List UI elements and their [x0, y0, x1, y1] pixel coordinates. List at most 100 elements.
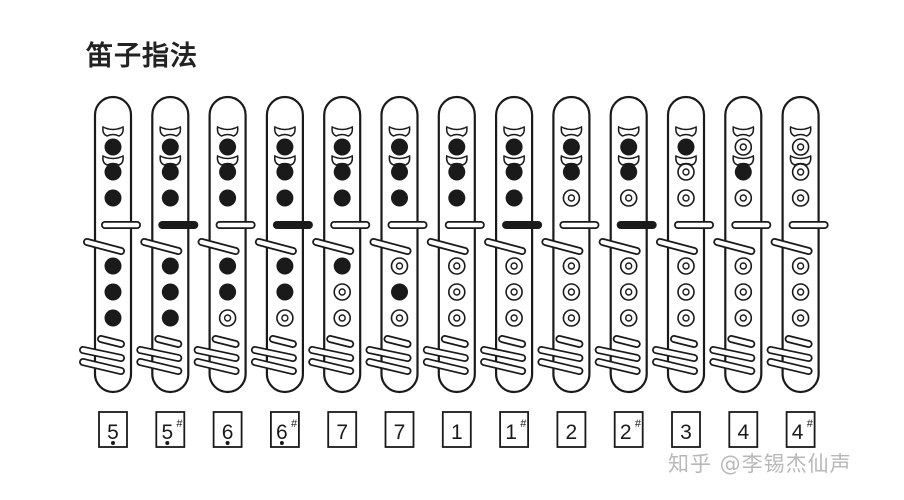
hole-6-open-inner: [338, 314, 346, 322]
hole-6-closed: [161, 309, 179, 327]
foot-bar-2-fill: [367, 347, 410, 361]
hole-4-open-inner: [682, 262, 690, 270]
hole-1-closed: [677, 138, 695, 156]
finger-rest-bar-fill: [313, 239, 353, 254]
flute-fingering-3: 6: [193, 95, 256, 448]
foot-bar-3-fill: [80, 359, 124, 374]
hole-5-closed: [104, 283, 122, 301]
hole-5-open-inner: [682, 288, 690, 296]
low-octave-dot: [165, 441, 170, 445]
note-label: 4: [737, 421, 749, 444]
hole-3-closed: [276, 189, 294, 207]
hole-2-open-inner: [796, 168, 805, 176]
hole-2-closed: [161, 163, 179, 181]
mid-crescent: [159, 154, 182, 166]
foot-bar-2-fill: [653, 347, 697, 361]
finger-rest-bar-fill: [371, 239, 410, 254]
hole-5-open-inner: [338, 288, 346, 296]
foot-bar-3-fill: [768, 359, 811, 374]
hole-1-closed: [505, 138, 523, 156]
hole-4-open-inner: [796, 262, 805, 270]
low-octave-dot: [111, 441, 115, 445]
flute-fingering-2: 5#: [136, 95, 199, 448]
hole-1-closed: [161, 138, 179, 156]
foot-bar-3-fill: [539, 359, 582, 374]
top-crescent: [789, 125, 812, 137]
hole-2-open-inner: [682, 168, 690, 176]
hole-3-closed: [391, 189, 408, 207]
hole-6-open-inner: [625, 314, 633, 322]
sharp-sign: #: [807, 418, 814, 430]
note-label: 2: [566, 421, 578, 444]
note-box: [269, 411, 300, 448]
mid-crescent: [560, 154, 583, 166]
hole-4-open-inner: [510, 262, 518, 270]
flute-fingering-6: 7: [365, 95, 428, 448]
foot-bar-2-fill: [768, 347, 811, 361]
foot-bar-3-fill: [424, 359, 468, 374]
top-crescent: [102, 125, 124, 137]
hole-6-open-inner: [510, 314, 518, 322]
hole-1-closed: [448, 138, 466, 156]
mid-crescent: [675, 154, 697, 166]
hole-3-open-inner: [567, 194, 576, 202]
hole-5-closed: [391, 283, 408, 301]
flute-fingering-7: 1: [422, 95, 485, 448]
note-label: 1: [505, 421, 517, 444]
mid-crescent: [445, 154, 468, 166]
hole-6-open-inner: [682, 314, 690, 322]
top-crescent: [159, 125, 182, 137]
hole-1-closed: [276, 138, 294, 156]
hole-2-closed: [505, 163, 523, 181]
top-crescent: [732, 125, 755, 137]
hole-3-closed: [505, 189, 523, 207]
hole-2-closed: [620, 163, 638, 181]
finger-rest-bar-fill: [543, 239, 582, 254]
hole-1-open-inner: [796, 143, 805, 151]
hole-5-open-inner: [453, 288, 461, 296]
finger-rest-bar-fill: [84, 239, 124, 254]
finger-rest-bar-fill: [428, 239, 468, 254]
foot-bar-2-fill: [596, 347, 639, 361]
note-box: [785, 411, 816, 448]
hole-2-closed: [734, 163, 752, 181]
foot-bar-3-fill: [252, 359, 296, 374]
foot-bar-2-fill: [252, 347, 296, 361]
hole-2-closed: [448, 163, 466, 181]
sharp-sign: #: [176, 418, 183, 430]
foot-bar-2-fill: [539, 347, 582, 361]
foot-bar-1-fill: [385, 336, 410, 347]
foot-bar-1-fill: [557, 336, 582, 347]
hole-3-closed: [448, 189, 466, 207]
foot-bar-3-fill: [138, 359, 181, 374]
foot-bar-1-fill: [156, 336, 181, 347]
hole-6-open-inner: [796, 314, 805, 322]
mid-crescent: [102, 154, 124, 166]
top-crescent: [617, 125, 640, 137]
hole-4-open-inner: [625, 262, 633, 270]
top-crescent: [216, 125, 239, 137]
mid-crescent: [789, 154, 812, 166]
foot-bar-2-fill: [195, 347, 238, 361]
foot-bar-3-fill: [367, 359, 410, 374]
flute-fingering-8: 1#: [480, 95, 543, 448]
note-box: [441, 411, 472, 448]
foot-bar-2-fill: [138, 347, 181, 361]
mid-crescent: [273, 154, 296, 166]
note-box: [671, 411, 701, 448]
note-label: 5: [107, 421, 119, 444]
hole-1-closed: [219, 138, 237, 156]
hole-5-open-inner: [739, 288, 747, 296]
note-box: [384, 411, 415, 448]
note-box: [327, 411, 358, 448]
hole-6-open-inner: [453, 314, 461, 322]
finger-rest-bar-fill: [772, 239, 811, 254]
hole-5-open-inner: [796, 288, 805, 296]
hole-6-open-inner: [395, 314, 404, 322]
foot-bar-3-fill: [309, 359, 353, 374]
hole-4-open-inner: [395, 262, 404, 270]
hole-6-open-inner: [281, 314, 289, 322]
hole-4-open-inner: [567, 262, 576, 270]
low-octave-dot: [279, 441, 284, 445]
